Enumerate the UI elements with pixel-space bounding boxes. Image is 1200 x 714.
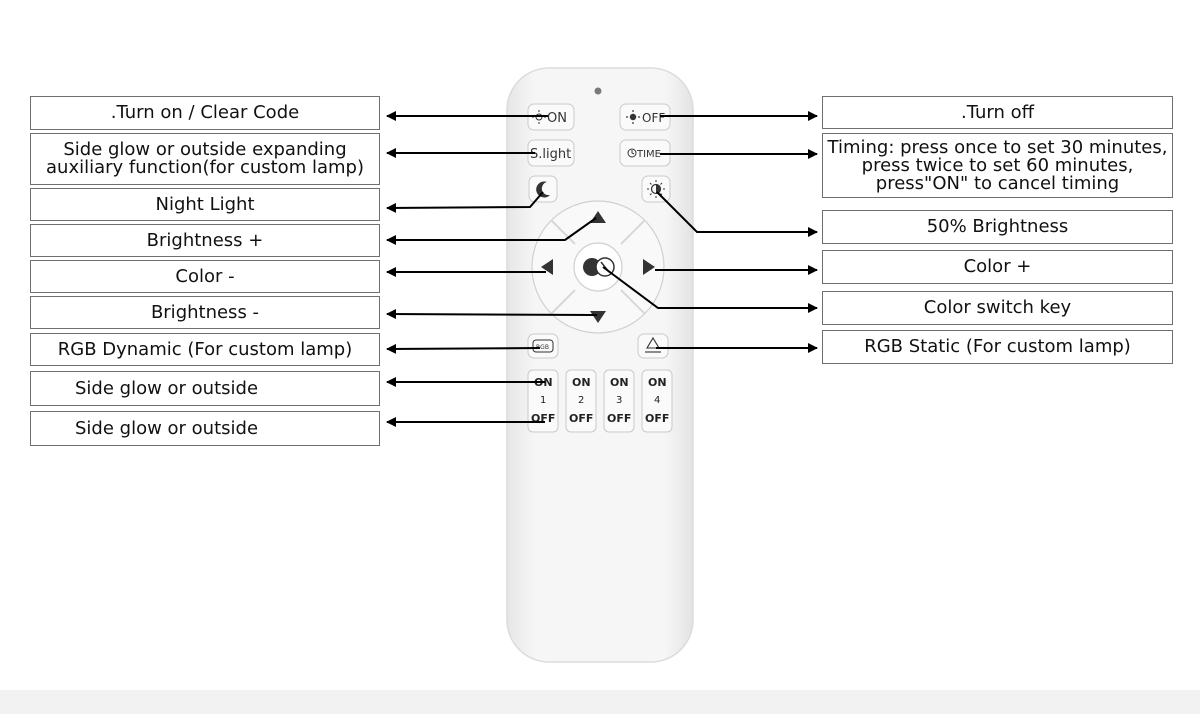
channel-button-4[interactable]: ON 4 OFF (641, 369, 673, 433)
remote-time-text: TIME (636, 149, 661, 160)
remote-time-button[interactable]: TIME (619, 139, 671, 167)
clock-icon (627, 148, 637, 158)
remote-led (594, 87, 602, 95)
label-color-minus: Color - (30, 260, 380, 293)
sun-half-icon (647, 180, 665, 198)
channel-button-2[interactable]: ON 2 OFF (565, 369, 597, 433)
svg-text:OFF: OFF (569, 412, 593, 425)
channel-button-3[interactable]: ON 3 OFF (603, 369, 635, 433)
label-turn-on: .Turn on / Clear Code (30, 96, 380, 130)
svg-text:3: 3 (616, 395, 622, 406)
arrow-brightness-minus (386, 309, 598, 320)
svg-text:2: 2 (578, 395, 584, 406)
svg-text:★: ★ (536, 183, 543, 192)
arrow-night-light (386, 191, 544, 213)
label-color-switch: Color switch key (822, 291, 1173, 325)
label-side-glow-expand: Side glow or outside expanding auxiliary… (30, 133, 380, 185)
arrow-half-brightness (656, 191, 818, 237)
label-color-plus: Color + (822, 250, 1173, 284)
svg-text:OFF: OFF (645, 412, 669, 425)
arrow-color-switch (602, 266, 818, 313)
label-rgb-dynamic: RGB Dynamic (For custom lamp) (30, 333, 380, 366)
channel-button-1[interactable]: ON 1 OFF (527, 369, 559, 433)
remote-half-brightness-button[interactable] (641, 175, 671, 203)
remote-slight-button[interactable]: S.light (527, 139, 575, 167)
label-timing: Timing: press once to set 30 minutes, pr… (822, 133, 1173, 198)
label-side-glow-1: Side glow or outside (30, 371, 380, 406)
recycle-icon (645, 336, 661, 353)
svg-text:OFF: OFF (531, 412, 555, 425)
svg-text:4: 4 (654, 395, 660, 406)
dpad-right-arrow-icon[interactable] (643, 259, 655, 275)
label-half-brightness: 50% Brightness (822, 210, 1173, 244)
remote-slight-text: S.light (530, 147, 571, 162)
remote-on-text: ON (547, 111, 567, 126)
label-brightness-plus: Brightness + (30, 224, 380, 257)
dpad-left-arrow-icon[interactable] (541, 259, 553, 275)
label-night-light: Night Light (30, 188, 380, 221)
svg-text:1: 1 (540, 395, 546, 406)
moon-icon (536, 181, 550, 198)
remote-rgb-dynamic-button[interactable]: RGB (527, 333, 559, 359)
arrow-rgb-dynamic (386, 343, 541, 354)
label-rgb-static: RGB Static (For custom lamp) (822, 330, 1173, 364)
svg-text:ON: ON (572, 376, 591, 389)
rgb-badge-text: RGB (536, 344, 549, 351)
arrow-brightness-plus (386, 217, 597, 245)
remote-rgb-static-button[interactable] (637, 333, 669, 359)
svg-text:OFF: OFF (607, 412, 631, 425)
svg-text:ON: ON (610, 376, 629, 389)
footer-band (0, 690, 1200, 714)
label-side-glow-2: Side glow or outside (30, 411, 380, 446)
color-switch-icon[interactable] (583, 257, 615, 277)
label-brightness-minus: Brightness - (30, 296, 380, 329)
svg-text:ON: ON (648, 376, 667, 389)
remote-body (506, 67, 694, 663)
label-turn-off: .Turn off (822, 96, 1173, 129)
remote-night-light-button[interactable]: ★ (528, 175, 558, 203)
remote-off-text: OFF (642, 111, 665, 125)
